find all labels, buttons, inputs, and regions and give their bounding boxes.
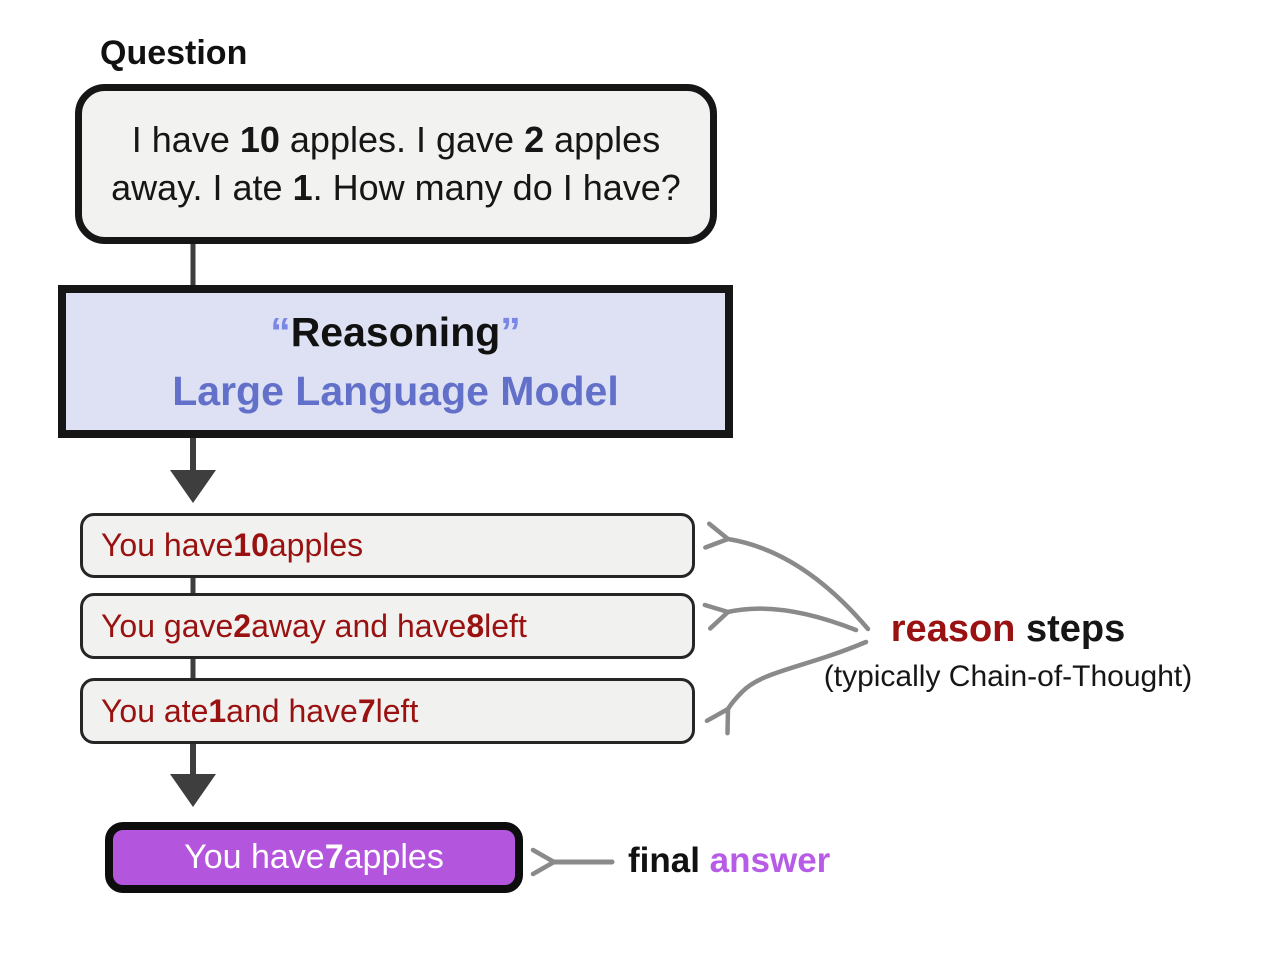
reason-step-box-1: You have 10 apples	[80, 513, 695, 578]
chain-of-thought-sublabel: (typically Chain-of-Thought)	[823, 660, 1193, 693]
close-quote: ”	[500, 308, 521, 355]
reasoning-llm-box: “Reasoning” Large Language Model	[58, 285, 733, 438]
open-quote: “	[270, 308, 291, 355]
llm-box-title: “Reasoning”	[270, 308, 521, 355]
question-label: Question	[100, 34, 248, 72]
llm-box-subtitle: Large Language Model	[172, 367, 619, 414]
arrow-steps-to-final-head	[170, 774, 216, 807]
reason-steps-label: reason steps	[890, 608, 1126, 650]
reason-step-box-3: You ate 1 and have 7 left	[80, 678, 695, 744]
question-text-line1: I have 10 apples. I gave 2 apples	[131, 119, 661, 160]
arrow-llm-to-steps-head	[170, 470, 216, 503]
reason-step-box-2: You gave 2 away and have 8 left	[80, 593, 695, 659]
question-text-line2: away. I ate 1. How many do I have?	[111, 167, 681, 208]
final-answer-label: final answer	[628, 841, 831, 880]
question-box: I have 10 apples. I gave 2 apples away. …	[75, 84, 717, 244]
final-answer-box: You have 7 apples	[105, 822, 523, 893]
